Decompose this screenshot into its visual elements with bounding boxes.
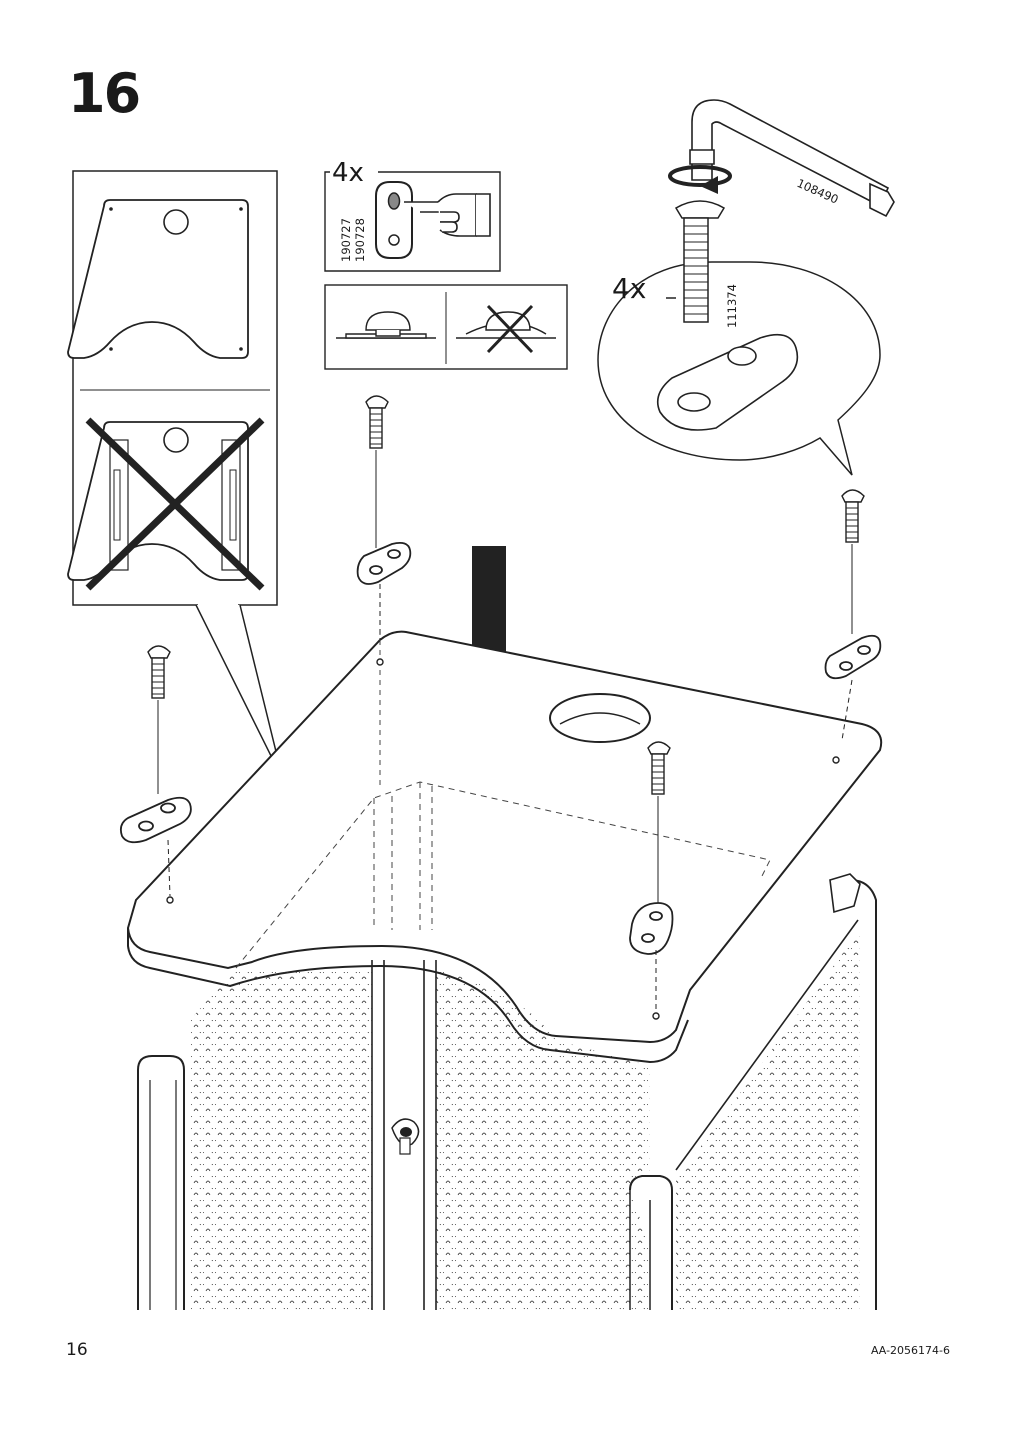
- screw-detail-callout: [597, 99, 895, 476]
- allen-key-icon: [689, 99, 895, 218]
- correct-board-icon: [67, 199, 249, 359]
- document-code: AA-2056174-6: [870, 1344, 950, 1357]
- orientation-panel: [67, 170, 284, 781]
- top-board: [126, 630, 883, 1064]
- part-number-label: 190727: [339, 218, 353, 262]
- rotate-arrow-icon: [668, 165, 732, 194]
- bracket-icon: [119, 796, 192, 844]
- screw-icon: [365, 395, 389, 449]
- screw-icon: [647, 741, 671, 795]
- bracket-icon: [375, 181, 413, 259]
- cross-icon: [85, 417, 265, 591]
- mounting-check-panel: [324, 284, 568, 370]
- quantity-label: 4x: [612, 272, 646, 305]
- step-number: 16: [68, 62, 141, 125]
- incorrect-mount-icon: [456, 304, 556, 354]
- correct-mount-icon: [336, 311, 436, 339]
- screw-bracket-top-left: [356, 395, 412, 640]
- screw-icon: [674, 200, 726, 323]
- screw-bracket-center: [629, 741, 674, 1012]
- incorrect-board-icon: [67, 421, 249, 581]
- quantity-hint-panel: [324, 160, 501, 272]
- screw-icon: [147, 645, 171, 699]
- bracket-icon: [629, 902, 674, 955]
- screw-bracket-top-right: [824, 489, 882, 741]
- door-knob-icon: [391, 1118, 420, 1155]
- cabinet-body: [137, 873, 877, 1310]
- pointing-hand-icon: [404, 193, 491, 237]
- part-number-label: 111374: [725, 284, 739, 328]
- bracket-detail-icon: [656, 333, 799, 431]
- screw-bracket-left: [119, 645, 192, 897]
- quantity-label: 4x: [332, 158, 364, 188]
- bracket-icon: [824, 634, 882, 680]
- page-number: 16: [66, 1340, 88, 1360]
- part-number-label: 190728: [353, 218, 367, 262]
- bracket-icon: [356, 541, 412, 585]
- screw-icon: [841, 489, 865, 543]
